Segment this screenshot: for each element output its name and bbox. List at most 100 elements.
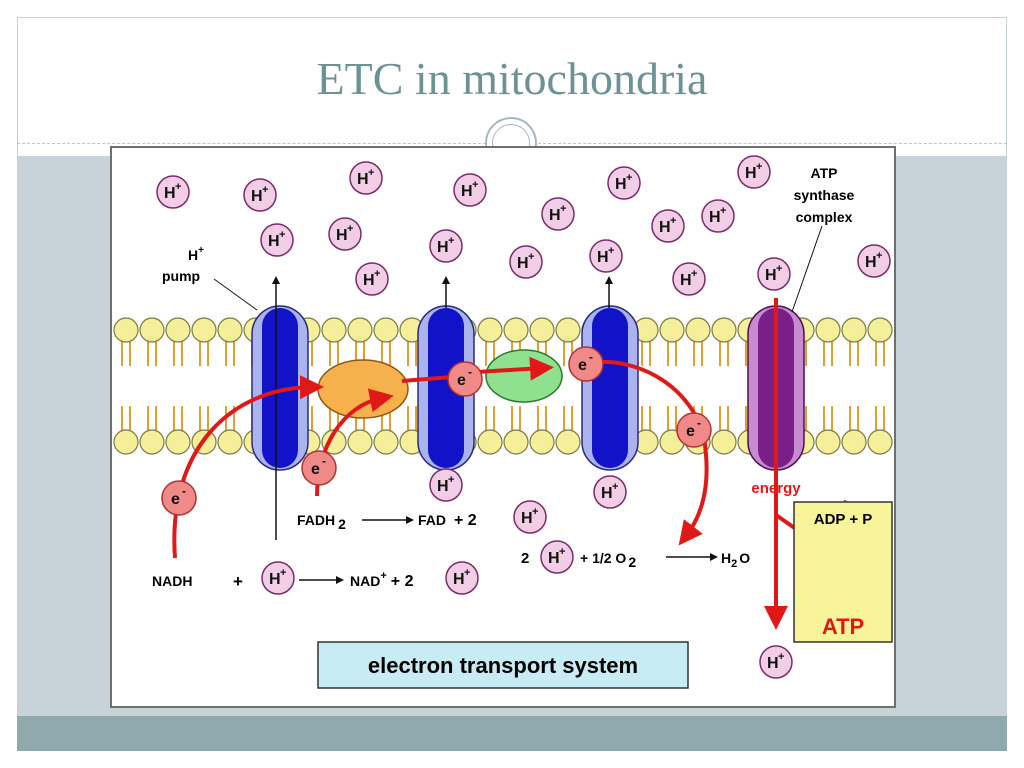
electron: e- [568,346,604,382]
complex-iii-pump [417,305,475,471]
h-pump-leader [213,278,258,311]
lipid-head [841,317,867,343]
svg-text:+: + [279,229,285,241]
svg-text:+: + [776,263,782,275]
etc-diagram: e-e-e-e-e- H+H+H+H+H+H+H+H+H+H+H+H+H+H+H… [113,155,893,689]
lipid-head [529,429,555,455]
svg-text:H: H [164,185,176,202]
proton-ion: H+ [737,155,771,189]
svg-text:-: - [589,350,593,364]
proton-ion: H+ [156,175,190,209]
proton-ion: H+ [757,257,791,291]
svg-text:H: H [549,207,561,224]
svg-text:e: e [578,357,587,374]
caption-label: electron transport system [368,653,638,678]
complex-iv-pump [581,305,639,471]
svg-text:e: e [171,491,180,508]
complex-i-pump [251,305,309,471]
svg-text:+: + [374,268,380,280]
svg-text:+: + [612,481,618,493]
lipid-head [867,429,893,455]
proton-ion: H+ [513,500,547,534]
svg-text:H: H [615,176,627,193]
lipid-head [477,317,503,343]
svg-text:+: + [559,546,565,558]
svg-text:H: H [601,485,613,502]
lipid-head [217,317,243,343]
svg-text:H: H [517,255,529,272]
svg-text:-: - [468,365,472,379]
lipid-head [841,429,867,455]
adp-p-label: ADP + P [814,511,873,528]
proton-ion: H+ [453,173,487,207]
svg-text:+: + [560,203,566,215]
lipid-head [711,317,737,343]
svg-text:+: + [528,251,534,263]
lipid-head [113,317,139,343]
proton-ion: H+ [759,645,793,679]
proton-ion: H+ [607,166,641,200]
lipid-head [165,317,191,343]
electron-path-ii-iii [401,375,453,383]
atp-synthase-label-2: synthase [794,187,855,203]
footer-band [17,716,1007,751]
svg-text:H: H [251,188,263,205]
caption-box [317,641,689,689]
lipid-head [347,429,373,455]
proton-ion: H+ [701,199,735,233]
svg-text:H: H [363,272,375,289]
svg-text:H: H [865,254,877,271]
nadh-plus-label: + [233,572,243,591]
proton-ion: H+ [672,262,706,296]
svg-text:H: H [437,239,449,256]
svg-text:H: H [659,219,671,236]
proton-ion: H+ [261,561,295,595]
energy-label: energy [751,480,801,497]
svg-text:e: e [686,423,695,440]
svg-text:+: + [448,235,454,247]
svg-text:+: + [532,506,538,518]
svg-text:+: + [626,172,632,184]
svg-text:H: H [597,249,609,266]
svg-text:e: e [311,461,320,478]
svg-text:-: - [697,416,701,430]
atp-synthase-leader [791,225,823,313]
svg-text:+: + [280,567,286,579]
proton-ion: H+ [328,217,362,251]
lipid-head [113,429,139,455]
lipid-head [503,429,529,455]
atp-synthase-label-3: complex [796,209,853,225]
proton-group: H+H+H+H+H+H+H+H+H+H+H+H+H+H+H+H+H+H+H+H+… [156,155,891,679]
proton-ion: H+ [429,229,463,263]
lipid-head [685,317,711,343]
lipid-head [373,317,399,343]
electron-path-iii-cytc [476,356,554,381]
atp-label: ATP [822,614,864,639]
electron-group: e-e-e-e-e- [161,346,712,516]
lipid-head [139,429,165,455]
svg-text:H: H [521,510,533,527]
svg-text:+: + [472,179,478,191]
proton-ion: H+ [349,161,383,195]
svg-text:H: H [453,571,465,588]
svg-text:+: + [691,268,697,280]
svg-text:H: H [680,272,692,289]
electron-path-nadh [172,375,324,559]
svg-text:+: + [670,215,676,227]
nadh-label: NADH [152,573,192,589]
diagram-panel: e-e-e-e-e- H+H+H+H+H+H+H+H+H+H+H+H+H+H+H… [110,146,896,708]
svg-text:+: + [464,567,470,579]
svg-text:-: - [182,484,186,498]
svg-text:H: H [548,550,560,567]
svg-text:H: H [268,233,280,250]
svg-text:+: + [175,181,181,193]
proton-ion: H+ [651,209,685,243]
proton-ion: H+ [355,262,389,296]
proton-ion: H+ [509,245,543,279]
lipid-head [867,317,893,343]
lipid-head [373,429,399,455]
cytochrome-c-ellipse [485,349,563,403]
svg-text:e: e [457,372,466,389]
